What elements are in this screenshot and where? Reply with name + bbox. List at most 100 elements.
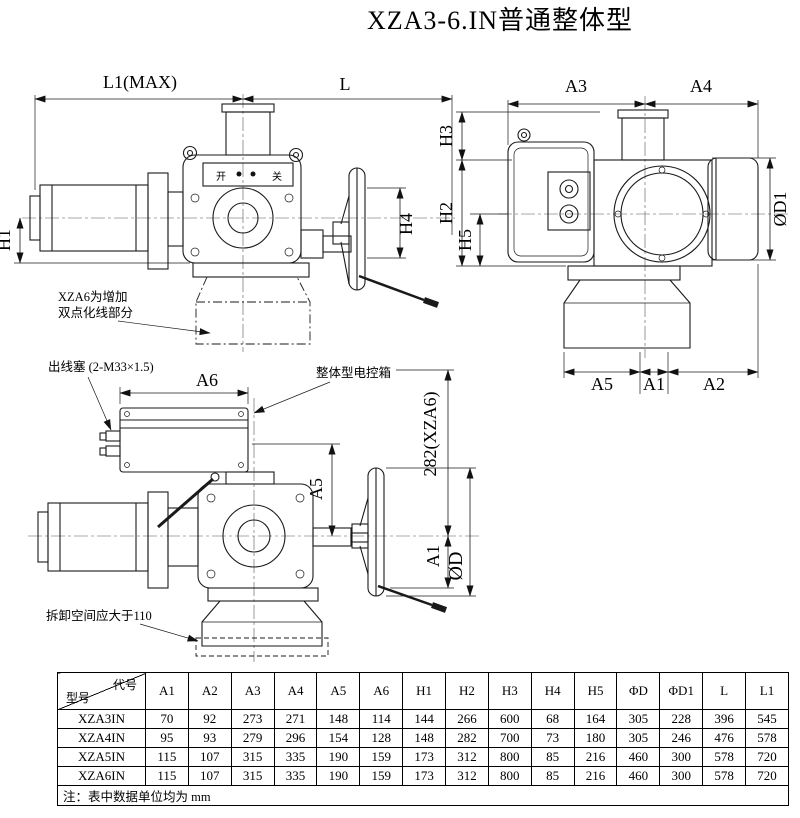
outlet-plug-label: 出线塞 (2-M33×1.5)	[48, 359, 154, 374]
value-cell: 460	[616, 747, 661, 767]
dimension-table: 代号 型号 A1 A2 A3 A4 A5 A6 H1 H2 H3 H4 H5 Φ…	[57, 672, 789, 806]
indicator-dot-icon	[250, 171, 256, 177]
side-centerlines	[498, 96, 788, 358]
value-cell: 190	[316, 766, 361, 786]
front-handwheel	[300, 167, 440, 308]
table-row: XZA4IN 95 93 279 296 154 128 148 282 700…	[57, 728, 789, 748]
model-cell: XZA3IN	[57, 709, 146, 729]
indicator-close-label: 关	[272, 170, 282, 183]
front-valve-base-phantom	[192, 262, 311, 345]
value-cell: 271	[273, 709, 318, 729]
col-header: A5	[316, 672, 361, 710]
dim-label-a4: A4	[690, 76, 712, 96]
dim-label-a2-side: A2	[703, 374, 725, 394]
value-cell: 578	[745, 728, 789, 748]
value-cell: 266	[445, 709, 489, 729]
value-cell: 216	[573, 747, 618, 767]
model-cell: XZA5IN	[57, 747, 146, 767]
table-row: XZA3IN 70 92 273 271 148 114 144 266 600…	[57, 709, 789, 729]
integral-handwheel	[312, 467, 448, 613]
cable-gland-icon	[105, 445, 121, 457]
integral-motor	[37, 472, 220, 589]
value-cell: 335	[273, 747, 318, 767]
value-cell: 800	[487, 766, 532, 786]
value-cell: 300	[659, 747, 704, 767]
xza6-note-leader	[117, 320, 211, 336]
value-cell: 279	[230, 728, 275, 748]
table-note: 注：表中数据单位均为 mm	[57, 785, 789, 806]
connector-icon	[559, 204, 579, 224]
value-cell: 545	[745, 709, 789, 729]
col-header: ΦD1	[659, 672, 704, 710]
value-cell: 164	[573, 709, 618, 729]
dim-label-l: L	[340, 74, 351, 94]
front-dimension-lines	[14, 95, 453, 264]
dim-label-h5: H5	[455, 229, 475, 251]
dim-label-h2: H2	[436, 202, 456, 224]
dim-label-h4: H4	[396, 213, 416, 235]
connector-icon	[559, 179, 579, 199]
value-cell: 144	[402, 709, 447, 729]
value-cell: 315	[230, 766, 275, 786]
col-header: A3	[230, 672, 275, 710]
value-cell: 148	[402, 728, 447, 748]
value-cell: 312	[445, 766, 489, 786]
table-corner-cell: 代号 型号	[57, 672, 146, 710]
side-control-box	[507, 128, 595, 263]
indicator-dot-icon	[236, 171, 242, 177]
value-cell: 173	[402, 747, 447, 767]
value-cell: 273	[230, 709, 275, 729]
value-cell: 107	[187, 747, 232, 767]
side-view: A3 A4 H3 H2 H5 ØD1 A5 A1 A2	[436, 76, 790, 394]
value-cell: 296	[273, 728, 318, 748]
value-cell: 159	[359, 747, 404, 767]
value-cell: 68	[530, 709, 575, 729]
value-cell: 92	[187, 709, 232, 729]
control-box-label: 整体型电控箱	[316, 365, 391, 380]
integral-centerlines	[28, 398, 482, 662]
value-cell: 85	[530, 766, 575, 786]
corner-label-model: 型号	[66, 691, 91, 705]
value-cell: 396	[702, 709, 747, 729]
dim-label-h1: H1	[0, 229, 14, 251]
front-motor	[29, 172, 184, 270]
value-cell: 315	[230, 747, 275, 767]
dim-label-282: 282(XZA6)	[420, 392, 441, 477]
col-header: H4	[530, 672, 575, 710]
dim-label-a5-integral: A5	[306, 478, 326, 500]
model-cell: XZA4IN	[57, 728, 146, 748]
control-box-leader	[253, 381, 331, 414]
xza6-note-line1: XZA6为增加	[58, 289, 127, 304]
value-cell: 476	[702, 728, 747, 748]
col-header: H5	[573, 672, 618, 710]
value-cell: 305	[616, 709, 661, 729]
integral-control-box	[99, 407, 275, 485]
value-cell: 300	[659, 766, 704, 786]
value-cell: 578	[702, 747, 747, 767]
crank-grip-icon	[430, 602, 448, 613]
integral-view: 出线塞 (2-M33×1.5) 整体型电控箱 A6 A5 282(XZA6)	[28, 359, 482, 662]
value-cell: 93	[187, 728, 232, 748]
dim-label-a1-integral: A1	[423, 545, 443, 567]
value-cell: 73	[530, 728, 575, 748]
col-header: A1	[145, 672, 189, 710]
dim-label-d: ØD	[445, 552, 467, 581]
disassembly-leader	[139, 623, 199, 642]
value-cell: 180	[573, 728, 618, 748]
value-cell: 600	[487, 709, 532, 729]
value-cell: 95	[145, 728, 189, 748]
front-view: L1(MAX) L H1 H4 开 关	[0, 72, 455, 352]
col-header: A4	[273, 672, 318, 710]
table-row: XZA5IN 115 107 315 335 190 159 173 312 8…	[57, 747, 789, 767]
value-cell: 228	[659, 709, 704, 729]
xza6-note-line2: 双点化线部分	[58, 305, 133, 320]
value-cell: 107	[187, 766, 232, 786]
col-header: L1	[745, 672, 789, 710]
outlet-plug-leader	[87, 376, 112, 431]
declutch-lever-icon	[157, 477, 214, 529]
col-header: A2	[187, 672, 232, 710]
dim-label-d1: ØD1	[770, 192, 790, 227]
col-header: A6	[359, 672, 404, 710]
table-header-row: 代号 型号 A1 A2 A3 A4 A5 A6 H1 H2 H3 H4 H5 Φ…	[57, 672, 789, 710]
